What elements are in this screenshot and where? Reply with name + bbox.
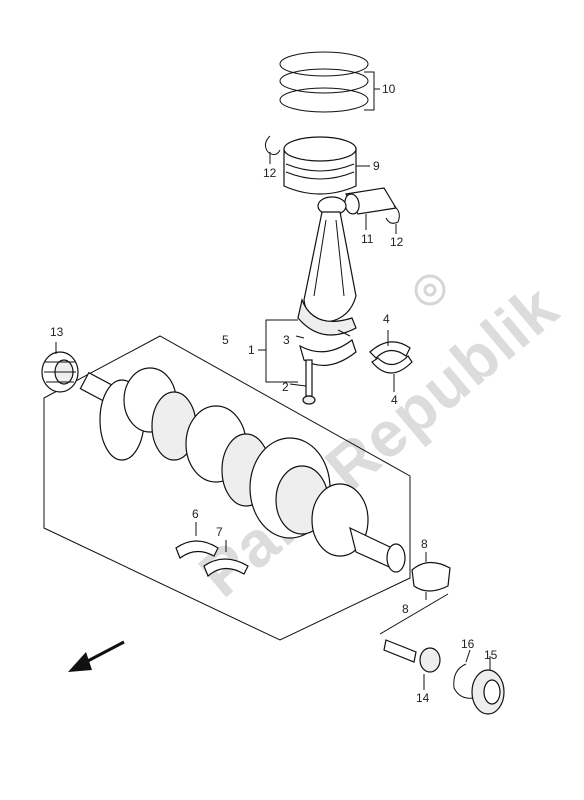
rod-bearings [369,341,413,374]
snap-ring [453,663,475,699]
callout-10: 10 [382,82,396,96]
callout-8-bottom: 8 [402,602,409,616]
piston-clip-left [264,135,281,156]
crank-bolt [383,639,441,673]
bolt-14-frame [379,593,449,635]
callout-4-bottom: 4 [391,393,398,407]
callout-11: 11 [361,232,374,246]
timing-gear [41,351,79,393]
main-bearings [175,540,249,578]
callout-12-right: 12 [390,235,404,249]
callout-5: 5 [222,333,229,347]
callout-13: 13 [50,325,64,339]
piston-clip-right [385,205,400,224]
crankshaft-assembly-frame [43,335,411,641]
callout-9: 9 [373,159,380,173]
piston-rings [279,51,380,113]
crankshaft [79,367,406,573]
callout-4-top: 4 [383,312,390,326]
callout-16: 16 [461,637,475,651]
gear-logo-icon [414,274,446,306]
rod-bolt [302,359,316,405]
callout-8-top: 8 [421,537,428,551]
callout-15: 15 [484,648,498,662]
piston [283,136,357,195]
bracket-1 [265,319,298,383]
callout-6: 6 [192,507,199,521]
connecting-rod [297,196,357,336]
callout-3: 3 [283,333,290,347]
oil-seal [471,669,505,715]
journal-bearing [411,561,451,592]
callout-1: 1 [248,343,255,357]
piston-pin [344,187,397,215]
callout-2: 2 [282,380,289,394]
callout-12-left: 12 [263,166,277,180]
callout-14: 14 [416,691,430,705]
callout-7: 7 [216,525,223,539]
rod-cap [299,339,357,367]
arrow-front-icon [68,640,125,672]
